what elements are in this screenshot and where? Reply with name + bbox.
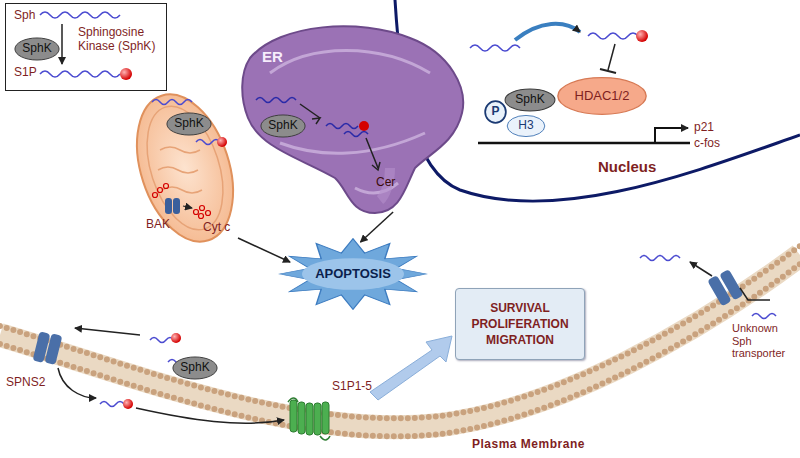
node-label: SphK — [22, 42, 51, 56]
connector-arrow — [361, 212, 394, 242]
transporter-label: Unknown Sph transporter — [732, 322, 796, 360]
node-label: SURVIVAL PROLIFERATION MIGRATION — [468, 300, 572, 349]
node-label: Sph — [14, 9, 35, 23]
protein-label: BAK — [146, 218, 170, 232]
node-label: SphK — [515, 93, 544, 107]
phospho-circle: P — [484, 100, 507, 124]
node-label: SphK — [174, 117, 203, 131]
receptor-label: S1P1-5 — [332, 380, 372, 394]
enzyme-ellipse: SphK — [172, 356, 218, 380]
molecule-label: Cyt c — [203, 221, 230, 235]
node-label: SphK — [268, 119, 297, 133]
membrane-label: Plasma Membrane — [470, 438, 587, 452]
node-label: HDAC1/2 — [575, 89, 630, 104]
er-organelle: ER Cer SphK — [240, 18, 472, 216]
transporter-label: SPNS2 — [6, 376, 45, 390]
node-label: P — [491, 105, 499, 119]
outcome-box: SURVIVAL PROLIFERATION MIGRATION — [455, 288, 585, 360]
enzyme-ellipse: SphK — [504, 88, 556, 112]
node-text: S1P — [14, 66, 37, 80]
node-label: SphK — [180, 361, 209, 375]
node-label: H3 — [518, 119, 533, 133]
hdac-ellipse: HDAC1/2 — [556, 76, 648, 116]
gene-label: c-fos — [694, 137, 720, 151]
node-text: Cer — [376, 176, 395, 190]
compartment-label: Nucleus — [598, 158, 656, 175]
node-label: APOPTOSIS — [315, 267, 391, 282]
histone-ellipse: H3 — [506, 114, 546, 138]
node-text: Sphingosine Kinase (SphK) — [78, 26, 164, 54]
node-label: ER — [262, 48, 283, 65]
enzyme-ellipse: SphK — [166, 112, 212, 136]
enzyme-ellipse: SphK — [260, 114, 306, 138]
gene-label: p21 — [694, 121, 714, 135]
apoptosis-burst: APOPTOSIS — [278, 238, 428, 310]
enzyme-ellipse: SphK — [14, 37, 60, 61]
legend-box: SphSphingosine Kinase (SphK) S1P SphK — [5, 3, 167, 91]
